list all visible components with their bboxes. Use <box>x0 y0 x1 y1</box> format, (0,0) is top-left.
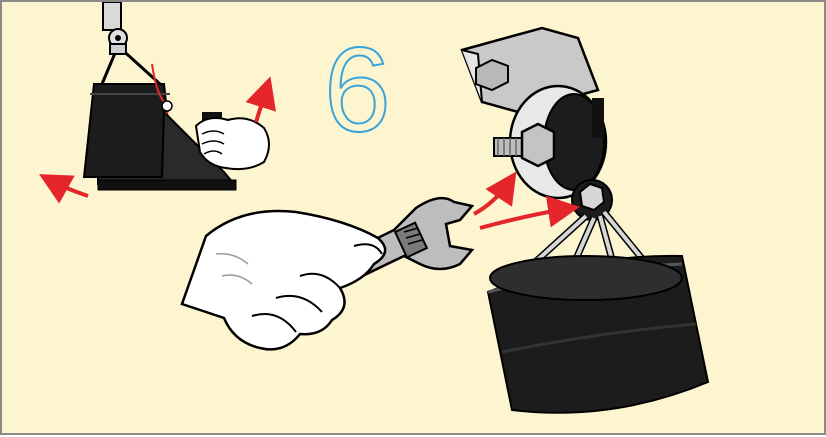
hanging-fixture-inset <box>46 2 269 196</box>
hand-with-wrench <box>182 198 472 349</box>
bracket-assembly <box>462 28 708 413</box>
step-number: 6 <box>324 30 391 150</box>
